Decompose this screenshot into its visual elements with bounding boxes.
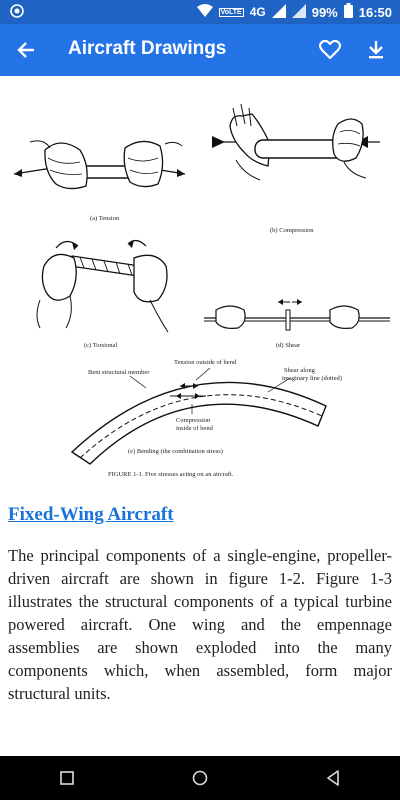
label-shear-along: Shear along (284, 367, 316, 374)
battery-percent: 99% (311, 4, 338, 20)
page-title: Aircraft Drawings (68, 38, 227, 59)
section-heading[interactable]: Fixed-Wing Aircraft (8, 504, 174, 525)
signal-icon-2 (291, 3, 306, 21)
label-compression-inside-2: inside of bend (176, 425, 214, 432)
heart-outline-icon[interactable] (314, 34, 346, 66)
app-bar: Aircraft Drawings (0, 24, 400, 76)
caption-shear: (d) Shear (276, 342, 301, 349)
network-type: 4G (249, 5, 266, 19)
system-nav-bar (0, 756, 400, 800)
signal-icon (271, 3, 286, 21)
notification-icon (10, 4, 24, 21)
battery-icon (343, 3, 353, 21)
status-bar: VoLTE 4G 99% 16:50 (0, 0, 400, 24)
bending-illustration: Tension outside of bend Bent structural … (70, 359, 342, 478)
caption-tension: (a) Tension (90, 215, 120, 222)
download-icon[interactable] (360, 34, 392, 66)
tension-illustration: (a) Tension (13, 140, 186, 222)
volte-badge: VoLTE (218, 7, 244, 17)
clock: 16:50 (358, 4, 392, 20)
back-arrow-icon[interactable] (10, 34, 42, 66)
recent-apps-icon[interactable] (47, 758, 87, 798)
back-icon[interactable] (313, 758, 353, 798)
caption-bending: (e) Bending (the combination stress) (128, 448, 223, 455)
label-tension-outside: Tension outside of bend (174, 359, 237, 366)
home-icon[interactable] (180, 758, 220, 798)
label-compression-inside-1: Compression (176, 417, 211, 424)
torsional-illustration: (c) Torsional (36, 239, 169, 349)
wifi-icon (196, 3, 213, 21)
shear-illustration: (d) Shear (204, 299, 390, 349)
caption-torsional: (c) Torsional (84, 342, 117, 349)
label-imaginary-line: imaginary line (dotted) (282, 375, 342, 382)
caption-compression: (b) Compression (270, 227, 314, 234)
stress-diagram-figure: (a) Tension (b) Compression (13, 103, 390, 478)
compression-illustration: (b) Compression (212, 103, 380, 234)
content-area[interactable]: (a) Tension (b) Compression (0, 76, 400, 756)
figure-caption: FIGURE 1-1. Five stresses acting on an a… (108, 471, 234, 478)
article-paragraph: The principal components of a single-eng… (8, 546, 392, 703)
label-bent-member: Bent structural member (88, 369, 150, 376)
